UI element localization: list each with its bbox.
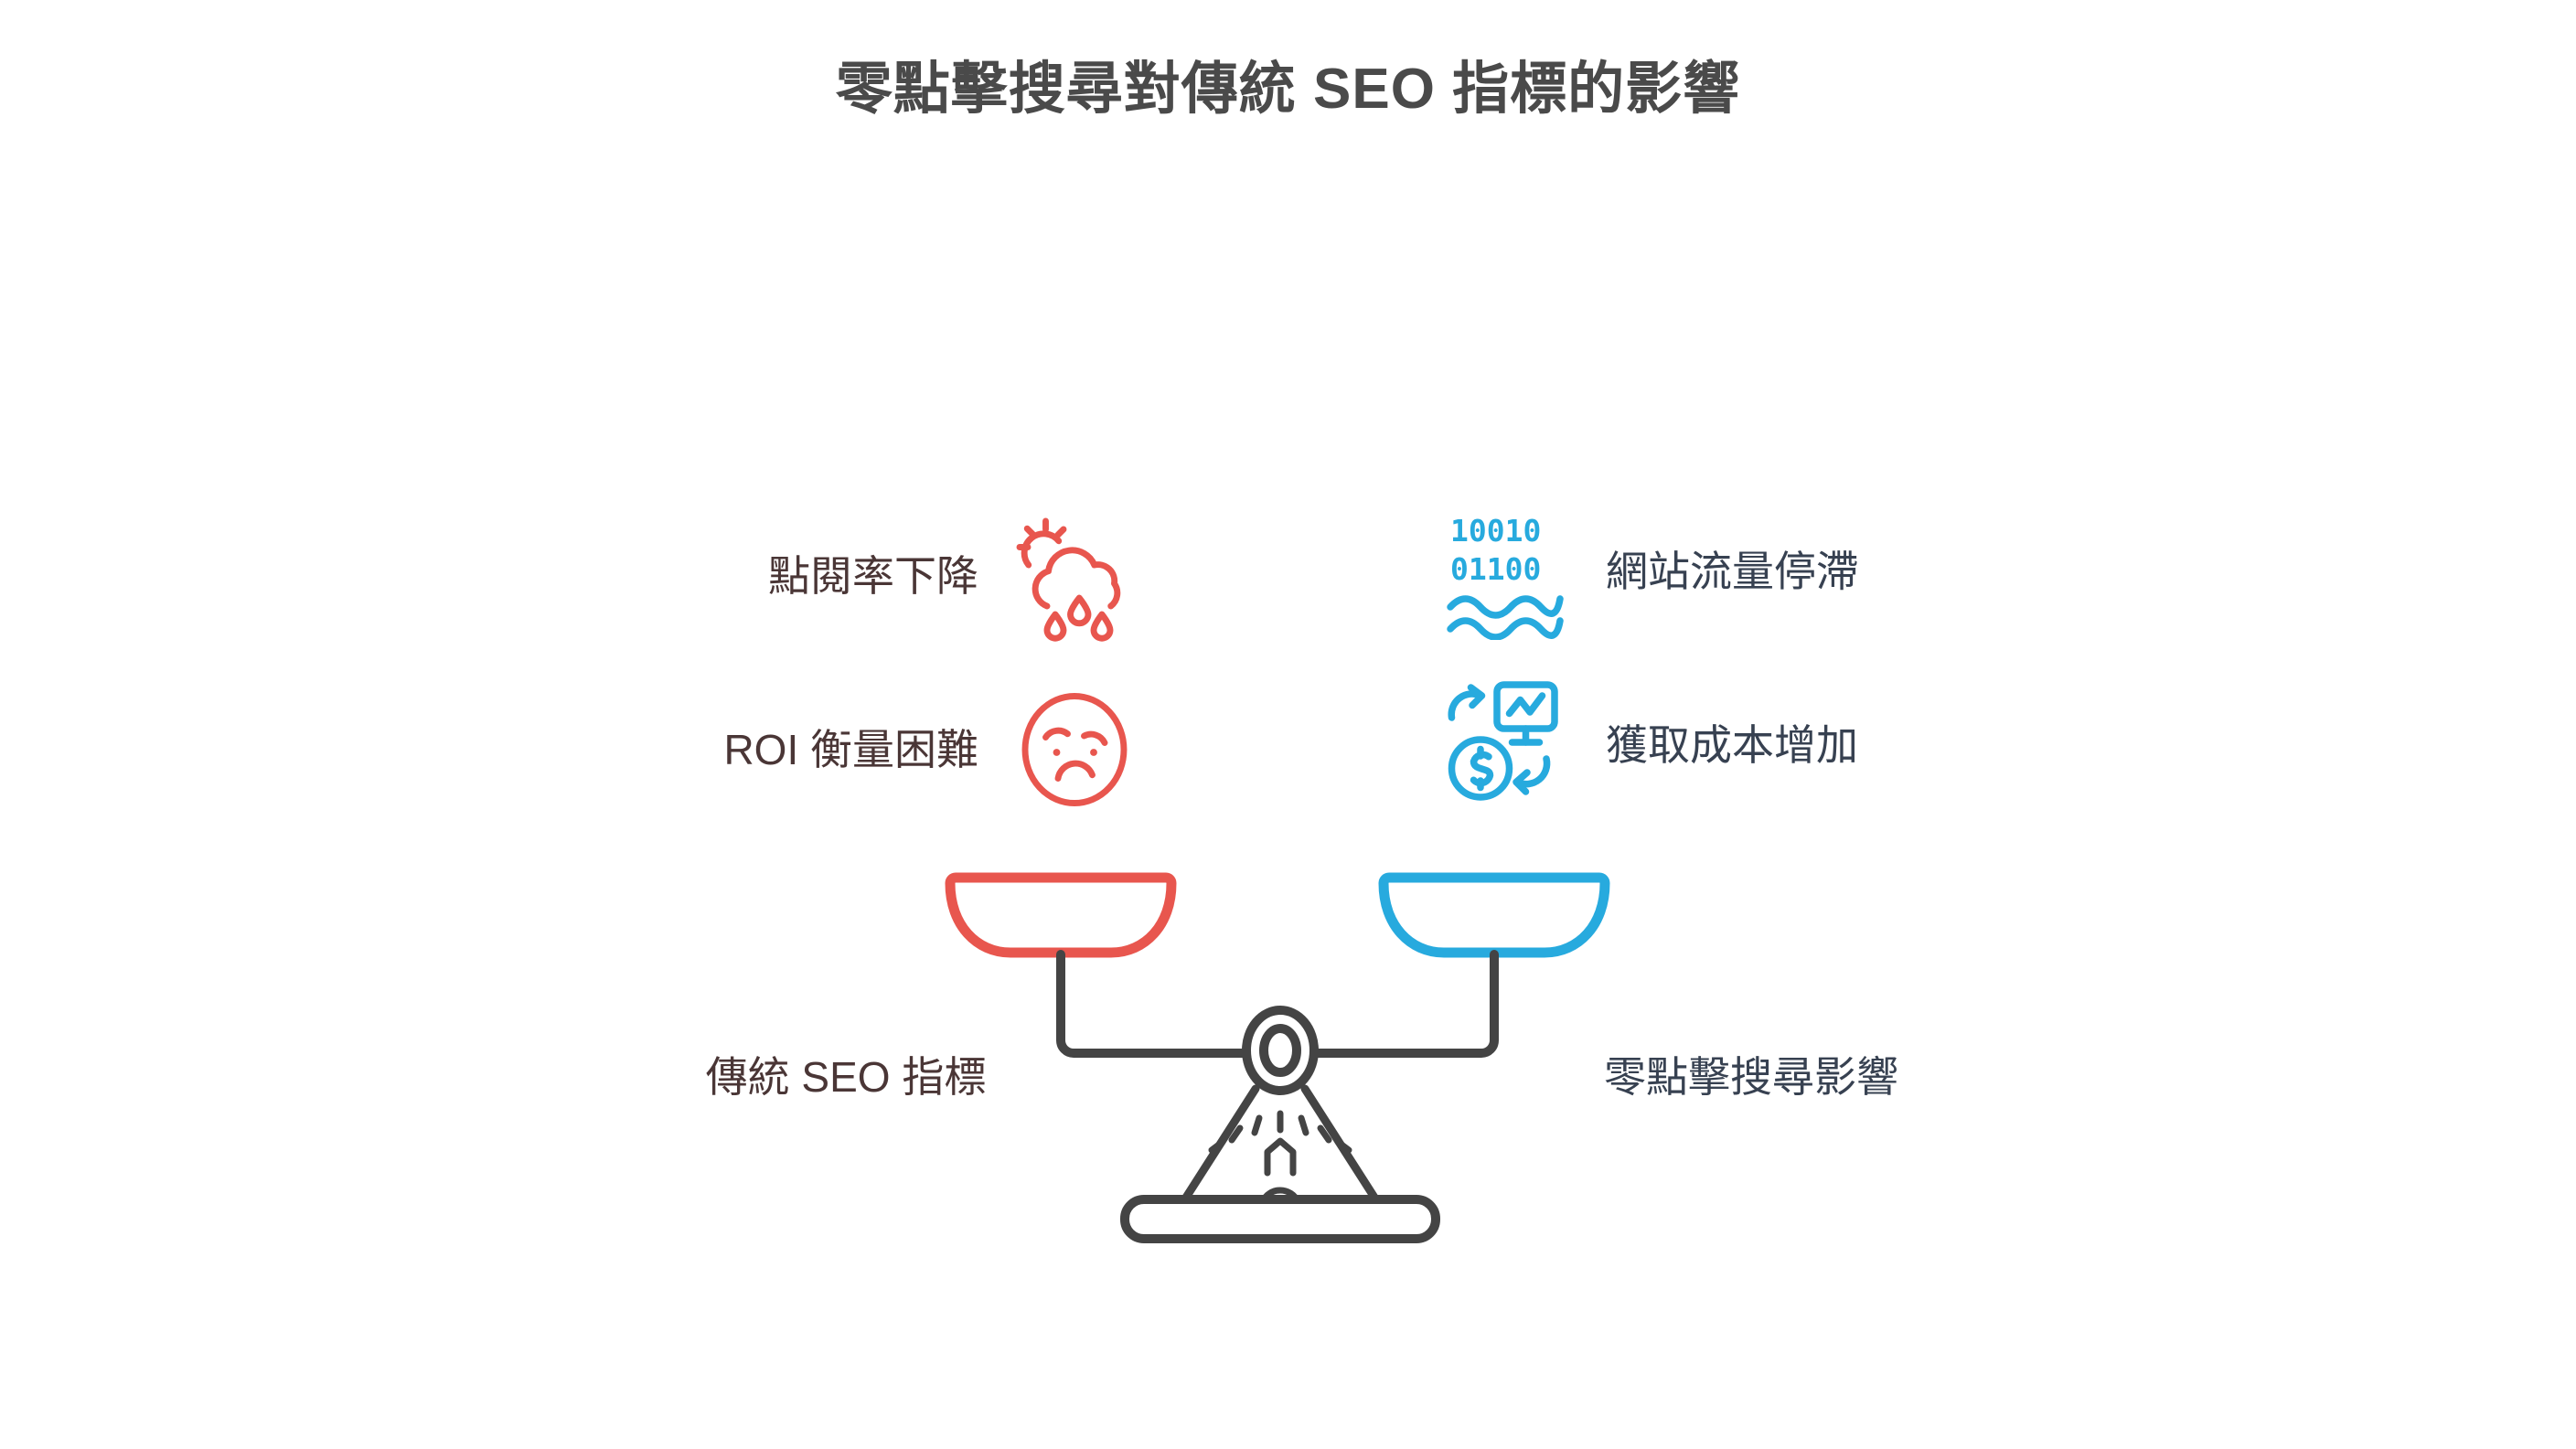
right-pan <box>1378 872 1610 958</box>
cost-cycle-monitor-icon <box>1448 681 1558 801</box>
rain-cloud-sun-icon <box>1016 517 1121 642</box>
worried-face-icon <box>1021 693 1128 806</box>
left-item-ctr-drop: 點閱率下降 <box>576 507 1143 645</box>
left-pan <box>945 872 1177 958</box>
right-arm <box>1303 950 1499 1058</box>
right-item-acquisition-cost: 獲取成本增加 <box>1445 677 2085 814</box>
left-item-label-roi: ROI 衡量困難 <box>723 725 978 773</box>
scale-base <box>1120 1195 1440 1243</box>
right-item-label-traffic: 網站流量停滯 <box>1606 547 1858 595</box>
page-title: 零點擊搜尋對傳統 SEO 指標的影響 <box>835 58 1741 121</box>
right-item-label-cost: 獲取成本增加 <box>1606 720 1858 769</box>
left-arm <box>1056 950 1257 1058</box>
caption-traditional-seo: 傳統 SEO 指標 <box>705 1053 987 1101</box>
left-item-roi-difficulty: ROI 衡量困難 <box>576 681 1143 818</box>
binary-waves-icon: 10010 01100 <box>1447 513 1564 640</box>
right-item-traffic-stagnation: 10010 01100 網站流量停滯 <box>1445 503 2085 640</box>
pivot-inner-ring <box>1259 1024 1301 1077</box>
balance-scale-icon <box>945 872 1610 1243</box>
binary-row-2: 01100 <box>1450 551 1541 587</box>
binary-row-1: 10010 <box>1450 513 1541 549</box>
caption-zero-click-impact: 零點擊搜尋影響 <box>1604 1053 1898 1101</box>
left-item-label-ctr: 點閱率下降 <box>768 551 978 600</box>
